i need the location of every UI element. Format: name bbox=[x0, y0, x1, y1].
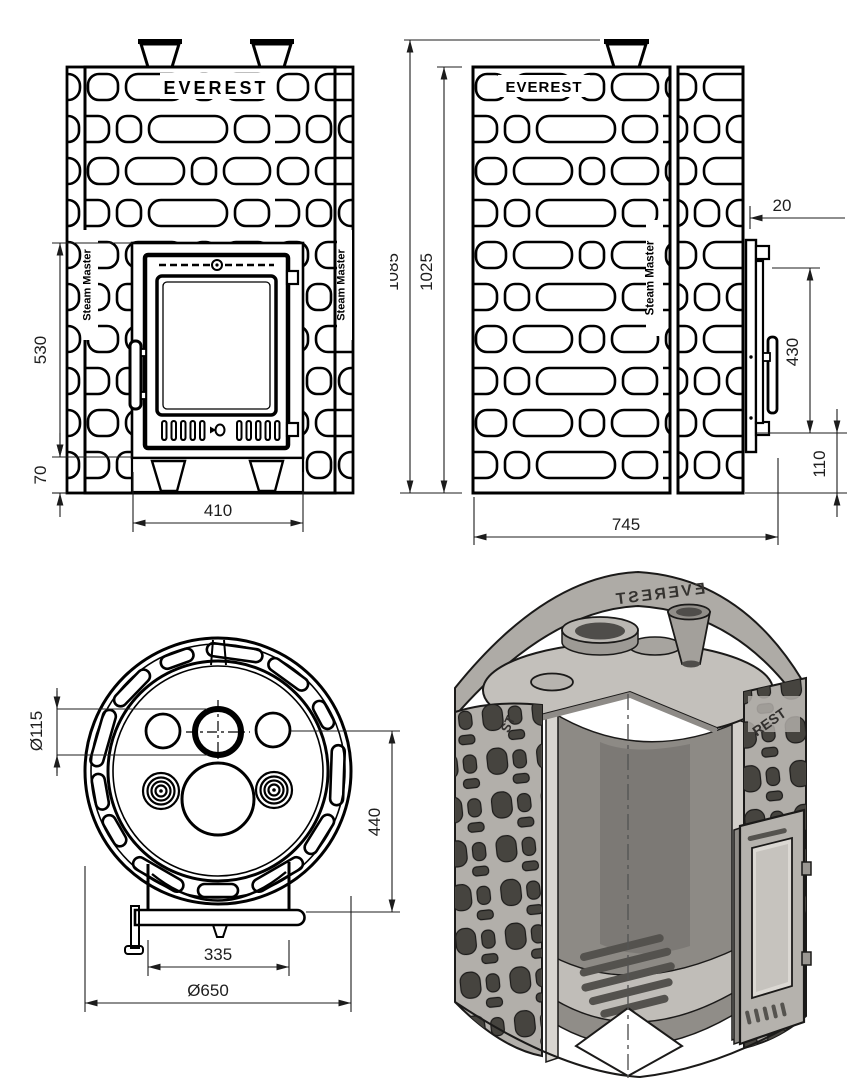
side-funnel bbox=[604, 39, 649, 69]
iso-door-vents bbox=[745, 1002, 787, 1025]
top-view: Ø115 440 335 Ø650 bbox=[27, 636, 400, 1012]
side-view: EVEREST Steam Master 1085 1025 20 430 11… bbox=[390, 39, 847, 545]
iso-brand-fragment-left: ST bbox=[498, 713, 519, 734]
dim-410: 410 bbox=[204, 501, 232, 520]
iso-cutaway-view: EVEREST ST bbox=[454, 570, 812, 1079]
coil-right bbox=[254, 770, 294, 810]
iso-interior bbox=[545, 702, 745, 1078]
front-model-right: Steam Master bbox=[336, 249, 348, 321]
dim-115: Ø115 bbox=[27, 711, 46, 751]
dim-70: 70 bbox=[31, 466, 50, 485]
side-casing bbox=[471, 65, 745, 495]
iso-top-plate bbox=[481, 603, 774, 734]
front-brand-band bbox=[160, 73, 272, 99]
iso-door bbox=[733, 808, 812, 1046]
front-model-left: Steam Master bbox=[82, 249, 94, 321]
front-base bbox=[130, 456, 305, 494]
dim-110: 110 bbox=[810, 450, 829, 477]
dim-335: 335 bbox=[204, 945, 232, 964]
door-hinge-top bbox=[285, 269, 300, 286]
door-handle bbox=[128, 339, 143, 411]
dim-20: 20 bbox=[773, 196, 792, 215]
door-glass bbox=[155, 274, 278, 417]
top-fittings bbox=[141, 700, 294, 837]
side-brand-band bbox=[498, 75, 590, 97]
dim-530: 530 bbox=[31, 336, 50, 364]
iso-bottom-rim bbox=[454, 1001, 807, 1079]
side-model-text: Steam Master bbox=[645, 240, 657, 315]
front-model-texts: Steam Master Steam Master bbox=[82, 230, 352, 340]
dim-1025: 1025 bbox=[417, 253, 436, 291]
dim-440: 440 bbox=[365, 808, 384, 836]
front-door bbox=[128, 241, 305, 460]
front-view: EVEREST Steam Master Steam Master bbox=[31, 39, 355, 532]
door-vents bbox=[161, 420, 281, 441]
front-brand-text: EVEREST bbox=[163, 78, 268, 98]
side-brand-text: EVEREST bbox=[505, 79, 582, 96]
coil-left bbox=[141, 771, 181, 811]
side-dimensions: 1085 1025 20 430 110 745 bbox=[390, 39, 847, 545]
dim-745: 745 bbox=[612, 515, 640, 534]
front-funnels bbox=[138, 39, 294, 69]
side-door-handle bbox=[766, 335, 779, 415]
dim-650: Ø650 bbox=[187, 981, 229, 1000]
dim-430: 430 bbox=[783, 338, 802, 366]
side-door-profile bbox=[744, 238, 779, 454]
dim-1085: 1085 bbox=[390, 253, 402, 291]
front-dimensions: 530 70 410 bbox=[31, 242, 304, 532]
top-door bbox=[124, 862, 306, 955]
top-dimensions: Ø115 440 335 Ø650 bbox=[27, 688, 400, 1012]
top-ring-slots bbox=[89, 641, 347, 899]
top-casing-ring bbox=[83, 636, 353, 906]
door-hinge-bottom bbox=[285, 421, 300, 438]
side-model-band bbox=[646, 220, 661, 336]
